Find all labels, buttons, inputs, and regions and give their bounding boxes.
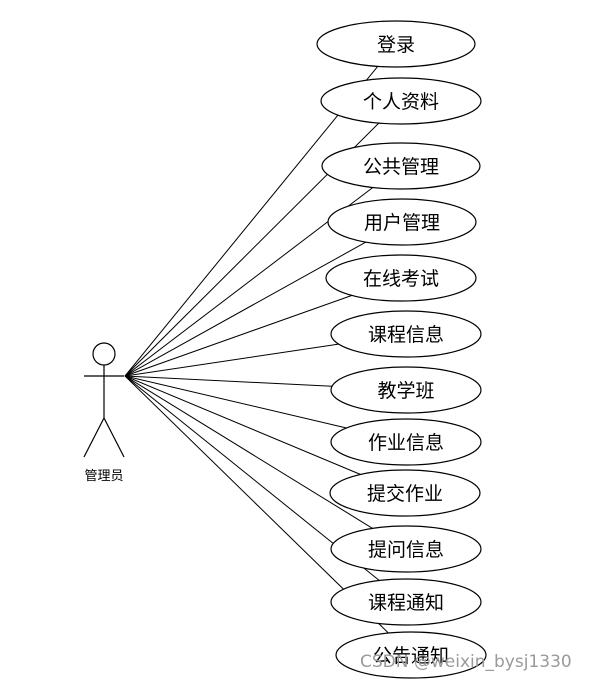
use-case: 提交作业 bbox=[329, 469, 481, 517]
use-case-ellipse bbox=[321, 142, 481, 190]
use-case: 课程信息 bbox=[330, 310, 482, 358]
association-line bbox=[124, 294, 353, 377]
use-case: 作业信息 bbox=[330, 418, 482, 466]
actor-left-leg bbox=[83, 417, 105, 458]
association-line bbox=[124, 375, 333, 387]
use-case-ellipse bbox=[330, 418, 482, 466]
use-case: 登录 bbox=[316, 20, 476, 68]
use-case-ellipse bbox=[330, 310, 482, 358]
association-line bbox=[124, 375, 361, 475]
use-case: 个人资料 bbox=[320, 77, 482, 125]
use-case-label: 课程通知 bbox=[368, 592, 444, 614]
use-case-label: 公告通知 bbox=[373, 645, 449, 667]
actor-label: 管理员 bbox=[84, 469, 123, 484]
association-line bbox=[124, 241, 367, 377]
use-case-ellipse bbox=[325, 254, 477, 302]
use-case-ellipse bbox=[330, 525, 482, 573]
use-cases: 登录个人资料公共管理用户管理在线考试课程信息教学班作业信息提交作业提问信息课程通… bbox=[316, 20, 487, 679]
use-case-ellipse bbox=[327, 198, 477, 246]
use-case-label: 个人资料 bbox=[363, 91, 439, 113]
use-case-label: 登录 bbox=[377, 34, 415, 56]
use-case-ellipse bbox=[316, 20, 476, 68]
use-case-label: 在线考试 bbox=[363, 268, 439, 290]
use-case: 公共管理 bbox=[321, 142, 481, 190]
use-case: 用户管理 bbox=[327, 198, 477, 246]
use-case-label: 提问信息 bbox=[368, 539, 444, 561]
use-case: 教学班 bbox=[330, 366, 482, 414]
association-line bbox=[124, 375, 373, 529]
use-case-ellipse bbox=[320, 77, 482, 125]
association-line bbox=[124, 375, 347, 429]
use-case-label: 提交作业 bbox=[367, 483, 443, 505]
use-case-label: 公共管理 bbox=[363, 156, 439, 178]
use-case: 课程通知 bbox=[330, 578, 482, 626]
actor-head bbox=[92, 342, 116, 366]
use-case-label: 教学班 bbox=[377, 380, 434, 402]
use-case-label: 课程信息 bbox=[368, 324, 444, 346]
watermark: CSDN @weixin_bysj1330 bbox=[360, 652, 572, 672]
use-case: 在线考试 bbox=[325, 254, 477, 302]
use-case-label: 作业信息 bbox=[368, 432, 444, 454]
use-case: 提问信息 bbox=[330, 525, 482, 573]
actor-right-leg bbox=[103, 417, 125, 458]
use-case-label: 用户管理 bbox=[364, 212, 440, 234]
actor-admin: 管理员 bbox=[83, 342, 125, 484]
use-case-ellipse bbox=[335, 631, 487, 679]
use-case-ellipse bbox=[330, 578, 482, 626]
use-case-ellipse bbox=[330, 366, 482, 414]
association-lines bbox=[124, 66, 389, 634]
use-case-ellipse bbox=[329, 469, 481, 517]
association-line bbox=[124, 66, 379, 377]
use-case: 公告通知 bbox=[335, 631, 487, 679]
association-line bbox=[124, 343, 339, 377]
